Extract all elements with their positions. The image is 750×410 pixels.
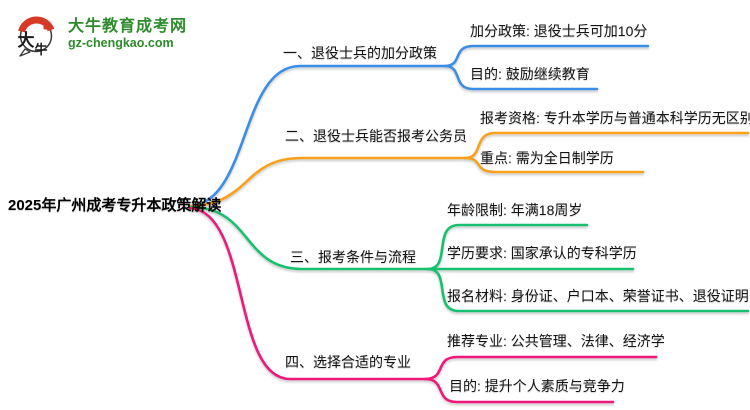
branch-3-label: 三、报考条件与流程	[290, 249, 416, 265]
branch-4-label: 四、选择合适的专业	[285, 354, 411, 370]
branch-3-child-2: 学历要求: 国家承认的专科学历	[447, 245, 637, 261]
branch-1-child-1-curve	[443, 44, 650, 68]
branch-2-child-2-curve	[463, 156, 645, 174]
branch-1-label: 一、退役士兵的加分政策	[283, 45, 437, 61]
branch-1-child-2-curve	[443, 64, 599, 91]
branch-1-main-curve	[188, 64, 447, 208]
red-seal-icon	[43, 23, 50, 30]
badge-char-2: 牛	[34, 42, 47, 57]
branch-4-child-2: 目的: 提升个人素质与竞争力	[449, 378, 625, 394]
branch-3-child-3: 报名材料: 身份证、户口本、荣誉证书、退役证明	[447, 288, 749, 304]
branch-2-child-1-curve	[463, 131, 750, 160]
branch-3-child-3-curve	[426, 267, 750, 313]
branch-4-child-1-curve	[423, 355, 658, 381]
branch-3-main-curve	[188, 205, 430, 271]
root-topic: 2025年广州成考专升本政策解读	[8, 197, 222, 214]
branch-4-child-2-curve	[423, 377, 615, 404]
branch-4-main-curve	[188, 206, 427, 381]
branch-4-child-1: 推荐专业: 公共管理、法律、经济学	[447, 333, 665, 349]
speech-bubble-tail	[19, 48, 31, 57]
branch-2-label: 二、退役士兵能否报考公务员	[285, 128, 467, 144]
badge-char-1: 大	[18, 30, 35, 50]
logo-domain: gz-chengkao.com	[68, 35, 174, 50]
branch-2-child-2: 重点: 需为全日制学历	[480, 150, 614, 166]
daniu-badge-icon: 大 牛	[18, 16, 55, 57]
branch-3-child-1: 年龄限制: 年满18周岁	[447, 202, 583, 218]
logo-text-block: 大牛教育成考网 gz-chengkao.com	[68, 18, 187, 51]
site-logo[interactable]: 大 牛 大牛教育成考网 gz-chengkao.com	[10, 8, 187, 60]
branch-1-child-1: 加分政策: 退役士兵可加10分	[470, 23, 648, 39]
logo-title: 大牛教育成考网	[68, 17, 188, 35]
branch-2-child-1: 报考资格: 专升本学历与普通本科学历无区别	[480, 110, 750, 126]
branch-3-child-1-curve	[426, 223, 589, 271]
branch-1-child-2: 目的: 鼓励继续教育	[470, 66, 590, 82]
branch-2-main-curve	[188, 156, 467, 208]
